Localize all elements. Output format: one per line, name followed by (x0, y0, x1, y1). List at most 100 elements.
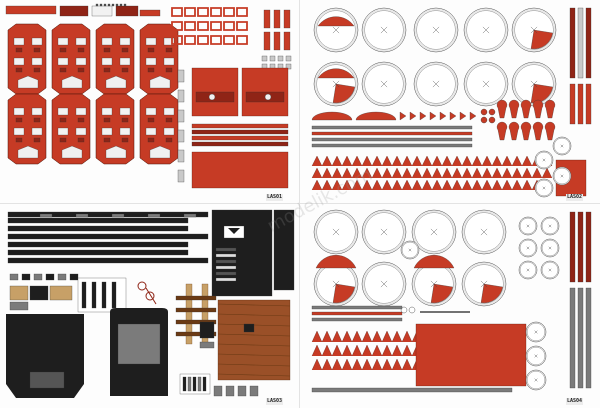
track-detail (39, 213, 53, 218)
rail (311, 305, 403, 310)
link-piece (223, 35, 235, 45)
panel-window (163, 57, 175, 66)
panel-window (119, 37, 131, 46)
panel-window (13, 57, 25, 66)
fold-mark (548, 224, 552, 228)
wood-grain (217, 363, 291, 367)
fold-mark (534, 330, 538, 334)
wedge-part (419, 111, 427, 121)
wheel-segment (315, 255, 357, 269)
long-strip (191, 129, 289, 135)
fold-mark (332, 228, 340, 236)
fold-mark (560, 174, 564, 178)
panel-window (101, 37, 113, 46)
dot-part (488, 116, 496, 124)
link-piece (197, 7, 209, 17)
top-strip (59, 5, 89, 17)
rail (311, 143, 473, 148)
wood-grain (217, 333, 291, 337)
bell-part (508, 121, 520, 141)
box-part (9, 285, 29, 301)
link-piece (210, 35, 222, 45)
small-block (199, 321, 215, 339)
panel-detail (147, 67, 155, 73)
small-block (237, 385, 247, 397)
dot-part (488, 108, 496, 116)
link-piece (223, 21, 235, 31)
sheet-code: LAS02 (566, 194, 584, 201)
hull-plate (29, 371, 65, 389)
turret-detail (215, 265, 237, 270)
link-piece (197, 21, 209, 31)
wood-grain (217, 313, 291, 317)
small-part (261, 55, 268, 62)
fold-mark (526, 268, 530, 272)
side-panel-rivet (264, 93, 272, 101)
vertical-strip (577, 83, 584, 125)
wedge-part (449, 111, 457, 121)
plank-brace (175, 331, 217, 337)
track-detail (75, 213, 89, 218)
hatch (57, 273, 67, 281)
sheet-top-left: LAS01 (0, 0, 301, 205)
fold-mark (534, 354, 538, 358)
tab (177, 169, 185, 183)
panel-detail (121, 47, 129, 53)
panel-detail (77, 47, 85, 53)
link-piece (223, 7, 235, 17)
fold-mark (534, 378, 538, 382)
link-piece (171, 7, 183, 17)
ring-part (137, 281, 147, 291)
panel-cutout (61, 145, 83, 159)
panel-detail (121, 137, 129, 143)
track-strip (7, 241, 189, 248)
rail (311, 311, 403, 316)
panel-window (163, 37, 175, 46)
wheel-segment (317, 68, 355, 79)
panel-window (101, 107, 113, 116)
turret-panel (211, 209, 273, 297)
small-part (263, 9, 271, 29)
link-piece (184, 35, 196, 45)
wedge-part (459, 111, 467, 121)
panel-window (13, 127, 25, 136)
fold-mark (408, 248, 412, 252)
track-strip (7, 225, 189, 232)
panel-window (31, 57, 43, 66)
bell-part (544, 121, 556, 141)
fold-mark (332, 80, 340, 88)
sheet-top-right-drawing (311, 7, 592, 198)
tooth-strip (311, 167, 553, 179)
fold-mark (380, 228, 388, 236)
dot-part (480, 108, 488, 116)
wheel-segment (413, 255, 455, 269)
panel-detail (103, 117, 111, 123)
panel-detail (165, 137, 173, 143)
small-part (273, 9, 281, 29)
link-piece (236, 7, 248, 17)
small-part (285, 63, 292, 70)
fold-mark (560, 144, 564, 148)
link-piece (171, 35, 183, 45)
tooth-strip (311, 155, 553, 167)
bell-part (532, 99, 544, 119)
wheel-segment (332, 83, 355, 104)
turret-detail (215, 247, 237, 252)
rail (311, 125, 473, 130)
plank-brace (175, 319, 217, 325)
sheet-bottom-right: LAS04 (299, 203, 600, 408)
vertical-strip (569, 83, 576, 125)
panel-detail (59, 67, 67, 73)
link-piece (184, 7, 196, 17)
panel-window (163, 127, 175, 136)
box-part (49, 285, 73, 301)
top-strip (139, 9, 161, 17)
fold-mark (482, 26, 490, 34)
label-stripe (187, 376, 192, 392)
turret-detail (215, 259, 237, 264)
hatch (45, 273, 55, 281)
rivet (111, 3, 115, 7)
hatch (69, 273, 79, 281)
panel-detail (121, 117, 129, 123)
panel-stripe (81, 281, 87, 309)
